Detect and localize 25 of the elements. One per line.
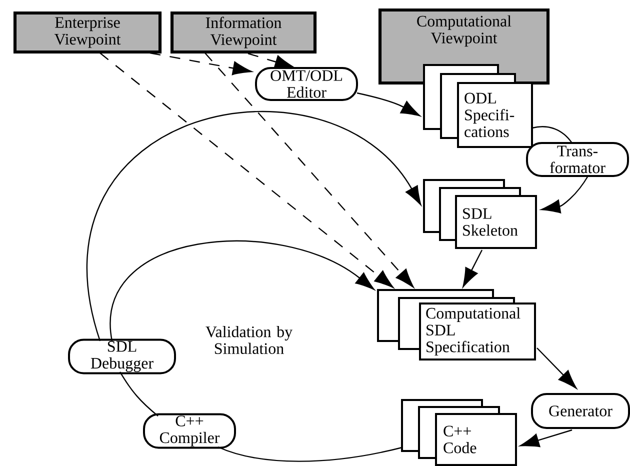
tool-box: OMT/ODL Editor (255, 67, 358, 101)
tool-box: Trans- formator (526, 142, 629, 177)
viewpoint-box: Information Viewpoint (170, 11, 317, 54)
arrow (541, 176, 589, 214)
document-stack: Computational SDL Specification (377, 289, 536, 361)
arrow (248, 52, 294, 69)
node-label: Trans- formator (550, 146, 606, 174)
tool-box: C++ Compiler (143, 413, 236, 449)
viewpoint-box: Enterprise Viewpoint (13, 11, 162, 54)
arrow (150, 52, 252, 76)
document-stack: ODL Specifi- cations (423, 64, 533, 148)
arrow (204, 52, 414, 288)
arrow (110, 240, 374, 342)
node-label: cations (464, 126, 509, 138)
arrow (520, 429, 572, 448)
document-stack: SDL Skeleton (423, 179, 537, 249)
note-text: Validation by Simulation (206, 326, 292, 354)
arrow (100, 52, 394, 288)
arrow (462, 250, 483, 288)
document-stack: C++ Code (401, 399, 517, 466)
tool-box: Generator (531, 393, 630, 429)
tool-box: SDL Debugger (68, 338, 176, 374)
arrow (356, 92, 420, 116)
arrow (536, 348, 577, 389)
arrow (87, 111, 422, 342)
